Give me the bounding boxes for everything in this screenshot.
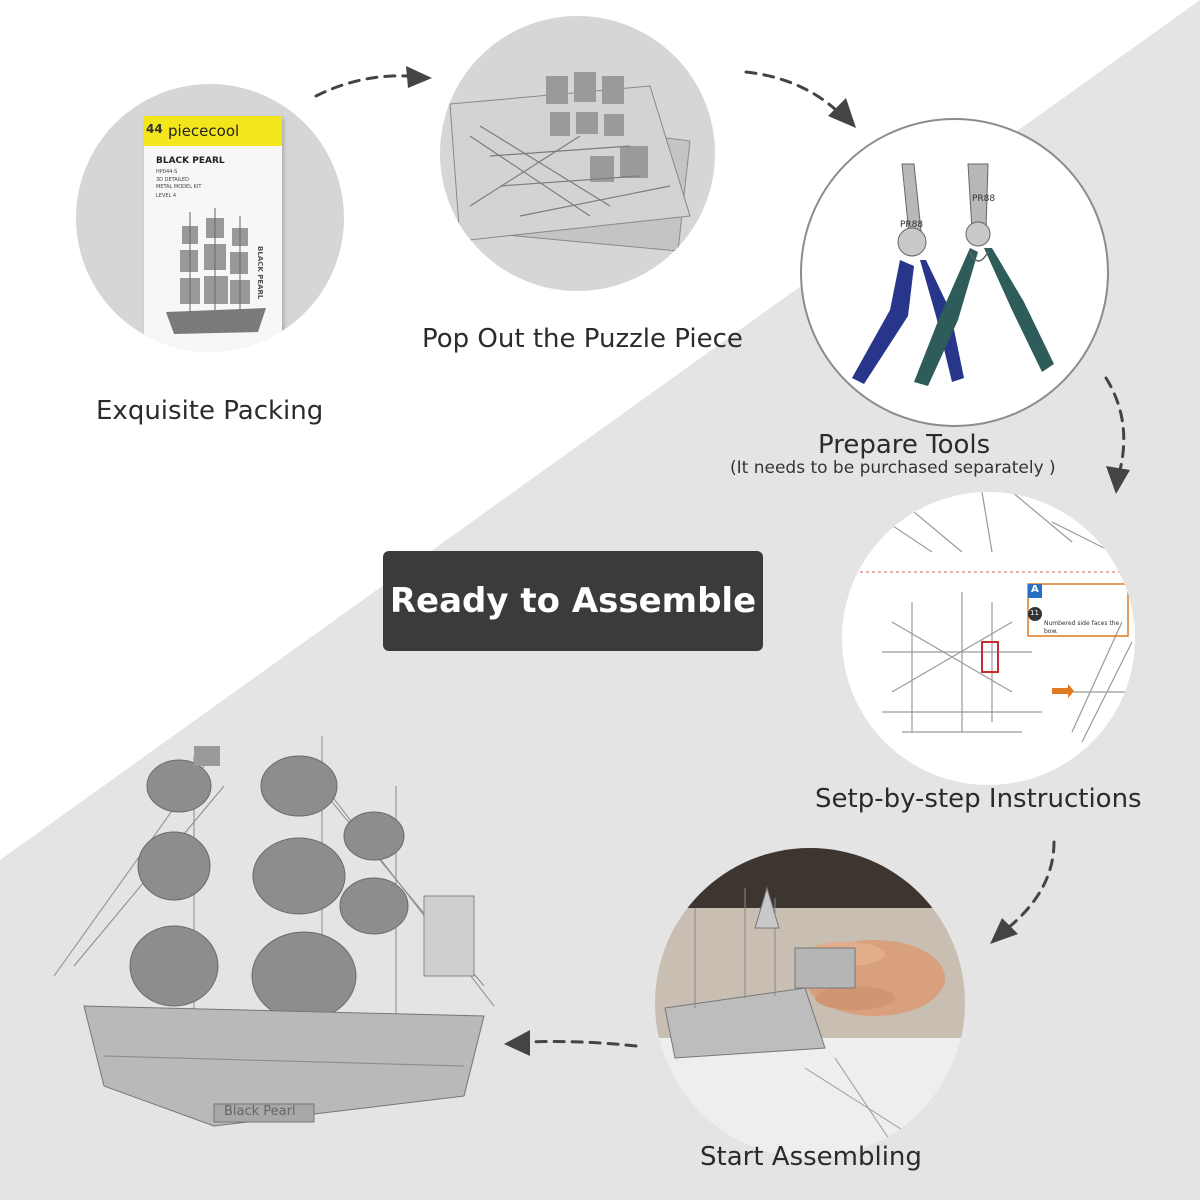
instruction-step-number: 11 <box>1030 609 1039 617</box>
banner-title: Ready to Assemble <box>389 581 757 621</box>
tools-note: (It needs to be purchased separately ) <box>730 458 1056 478</box>
teal-cutter-handle-left <box>914 248 978 386</box>
box-number: 44 <box>146 122 163 136</box>
product-box: 44 piececool BLACK PEARL HP044-S 3D DETA… <box>144 116 282 352</box>
pop-out-circle <box>440 16 715 291</box>
ship-stand-text: Black Pearl <box>224 1104 296 1119</box>
box-model-name: BLACK PEARL <box>156 156 225 166</box>
box-desc-2: METAL MODEL KIT <box>156 184 202 190</box>
metal-sheet-image <box>449 72 691 252</box>
instruction-step-letter: A <box>1031 584 1039 595</box>
box-yellow-band <box>144 116 282 146</box>
assembling-photo <box>655 848 965 1158</box>
box-desc-1: 3D DETAILED <box>156 177 189 183</box>
teal-cutter-handle-right <box>984 248 1054 372</box>
blue-plier-handle-left <box>852 260 914 384</box>
tools-brand-left: PR88 <box>900 220 924 230</box>
ready-to-assemble-banner: Ready to Assemble <box>383 551 763 651</box>
finished-ship-image <box>53 736 495 1127</box>
assembling-circle <box>655 848 965 1158</box>
tools-circle: PR88 PR88 <box>800 118 1109 427</box>
box-brand: piececool <box>168 122 240 140</box>
instruction-caption: Numbered side faces the bow. <box>1044 620 1120 635</box>
packing-circle: 44 piececool BLACK PEARL HP044-S 3D DETA… <box>76 84 344 352</box>
box-level: LEVEL 4 <box>156 193 177 199</box>
box-side-text: BLACK PEARL <box>256 246 264 300</box>
box-code: HP044-S <box>156 169 178 175</box>
step-label-packing: Exquisite Packing <box>96 396 324 426</box>
instruction-sheet-image <box>842 492 1135 743</box>
step-label-tools: Prepare Tools <box>818 430 991 460</box>
step-label-instructions: Setp-by-step Instructions <box>815 784 1142 814</box>
tools-brand-right: PR88 <box>972 194 996 204</box>
pliers-image <box>852 163 1054 386</box>
box-ship-image <box>166 208 266 334</box>
step-label-assembling: Start Assembling <box>700 1142 922 1172</box>
step-label-pop-out: Pop Out the Puzzle Piece <box>422 324 743 354</box>
instructions-circle: A 11 Numbered side faces the bow. <box>842 492 1135 785</box>
